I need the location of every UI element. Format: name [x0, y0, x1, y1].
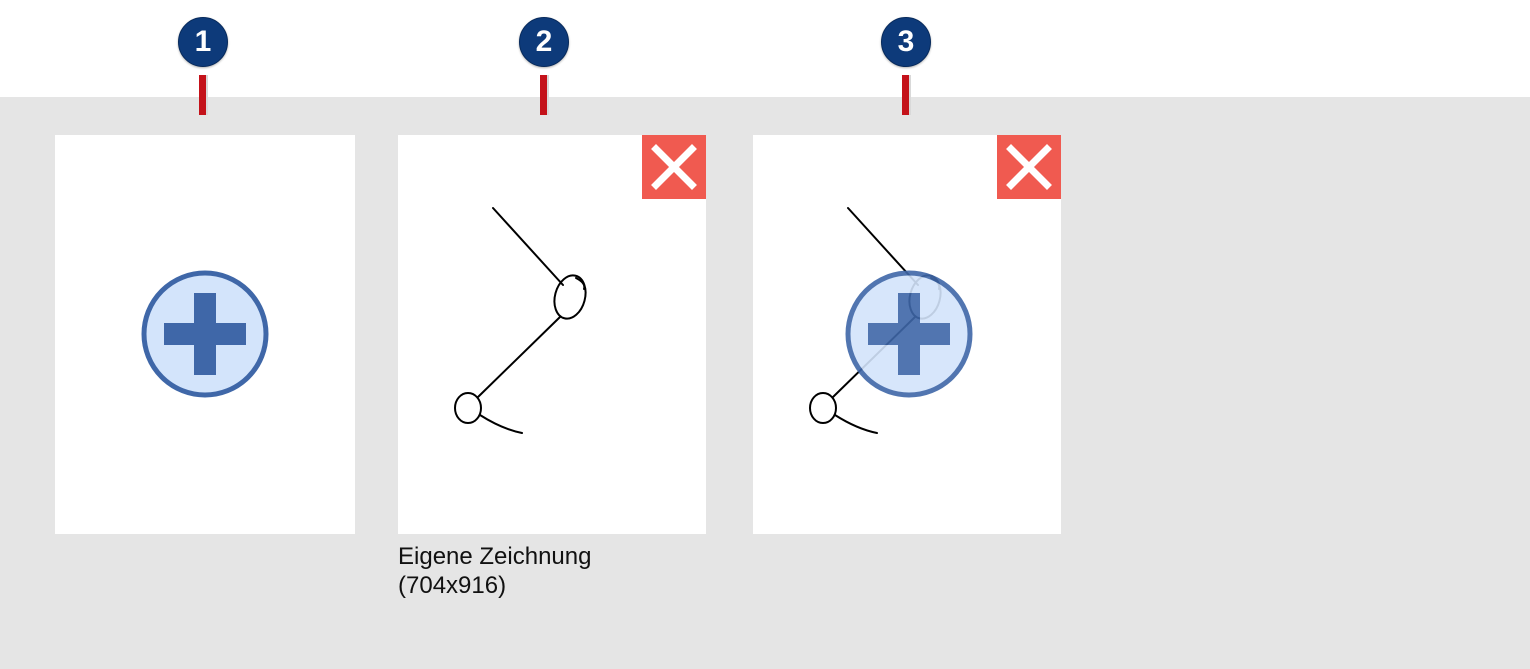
- callout-number: 1: [178, 17, 228, 67]
- delete-image-button[interactable]: [642, 135, 706, 199]
- callout-line: [901, 75, 911, 115]
- image-dimensions: (704x916): [398, 572, 507, 599]
- callout-number: 2: [519, 17, 569, 67]
- callout-marker-3: 3: [881, 17, 931, 115]
- callout-marker-1: 1: [178, 17, 228, 115]
- close-icon: [651, 144, 697, 190]
- callout-line: [198, 75, 208, 115]
- image-caption: Eigene Zeichnung (704x916): [398, 542, 591, 600]
- replace-image-button[interactable]: [844, 269, 974, 399]
- callout-line: [539, 75, 549, 115]
- add-image-button[interactable]: [140, 269, 270, 399]
- plus-circle-icon: [845, 270, 973, 398]
- empty-image-slot[interactable]: [55, 135, 355, 534]
- image-name: Eigene Zeichnung: [398, 543, 592, 570]
- image-thumbnail-drawing-hover[interactable]: [753, 135, 1061, 534]
- plus-circle-icon: [141, 270, 269, 398]
- delete-image-button[interactable]: [997, 135, 1061, 199]
- close-icon: [1006, 144, 1052, 190]
- callout-number: 3: [881, 17, 931, 67]
- callout-marker-2: 2: [519, 17, 569, 115]
- image-thumbnail-drawing[interactable]: [398, 135, 706, 534]
- drawing-sketch: [454, 207, 587, 434]
